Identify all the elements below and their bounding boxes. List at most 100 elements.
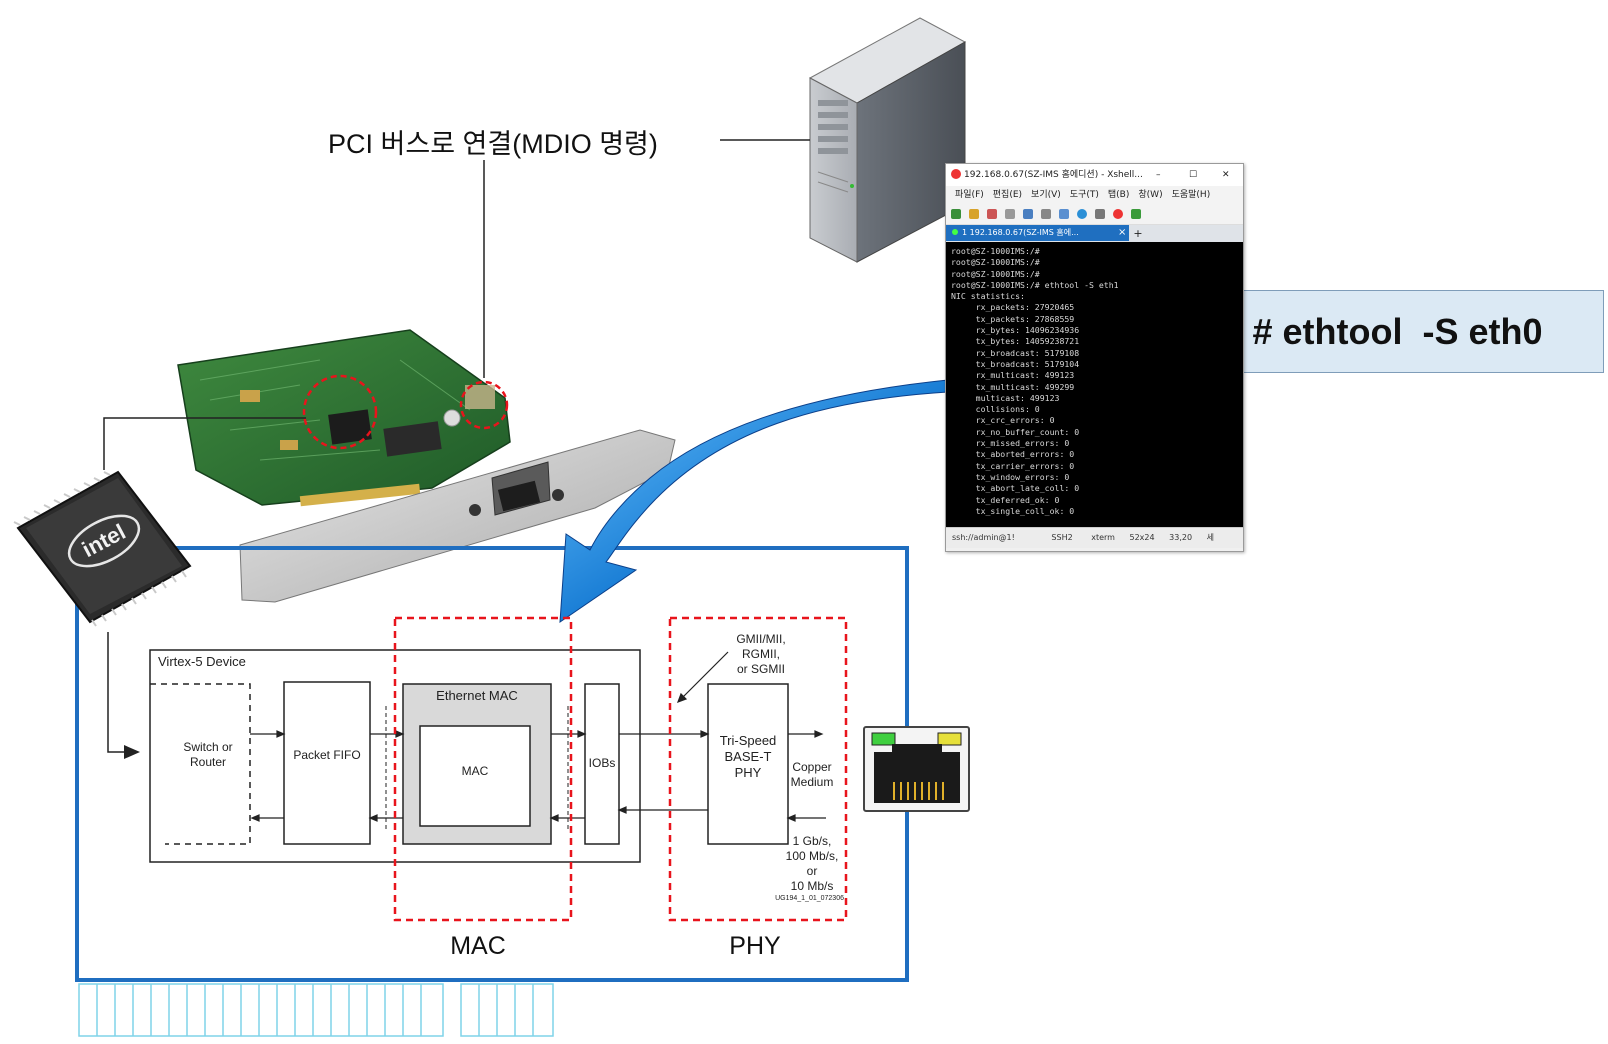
terminal-line: tx_abort_late_coll: 0 <box>951 483 1080 494</box>
terminal-line: collisions: 0 <box>951 404 1040 415</box>
phy-block-line-3: PHY <box>734 765 762 780</box>
phy-highlight-box <box>668 616 848 922</box>
mac-inner-box <box>419 725 531 827</box>
status-extra: 세 <box>1206 533 1214 542</box>
speeds-line-1: 1 Gb/s, <box>792 834 832 848</box>
menu-edit[interactable]: 편집(E) <box>992 190 1023 200</box>
mac-inner-label: MAC <box>461 764 489 778</box>
close-button[interactable]: ✕ <box>1222 170 1230 180</box>
copper-line-1: Copper <box>792 760 832 774</box>
xshell-titlebar: 192.168.0.67(SZ-IMS 홈에디션) - Xshell... – … <box>946 164 1243 186</box>
interface-note: GMII/MII, RGMII, or SGMII <box>716 632 806 677</box>
mac-highlight-box <box>393 616 573 922</box>
block-diagram <box>149 649 789 863</box>
network-card-image <box>177 329 676 603</box>
chip-to-switch-arrowhead <box>124 745 140 759</box>
pci-connector-highlight-circle <box>459 380 509 430</box>
terminal-line: root@SZ-1000IMS:/# ethtool -S eth1 <box>951 279 1119 290</box>
mac-label: MAC <box>450 932 506 960</box>
terminal-line: tx_carrier_errors: 0 <box>951 460 1075 471</box>
pci-bus-label: PCI 버스로 연결(MDIO 명령) <box>328 129 658 159</box>
connect-icon[interactable] <box>987 209 997 219</box>
font-icon[interactable] <box>1095 209 1105 219</box>
chip-to-switch-line <box>107 632 135 753</box>
xshell-statusbar: ssh://admin@1! SSH2 xterm 52x24 33,20 세 <box>946 527 1243 548</box>
status-size: 52x24 <box>1129 533 1155 542</box>
menu-tab[interactable]: 탭(B) <box>1107 190 1130 200</box>
maximize-button[interactable]: ☐ <box>1189 170 1198 180</box>
server-icon <box>808 17 967 263</box>
switch-router-line-2: Router <box>189 755 227 769</box>
copper-medium-label: Copper Medium <box>786 760 838 790</box>
xshell-toolbar <box>946 204 1243 225</box>
tab-add-icon[interactable]: + <box>1133 226 1143 240</box>
xftp-icon[interactable] <box>1131 209 1141 219</box>
menu-file[interactable]: 파일(F) <box>955 190 984 200</box>
switch-router-line-1: Switch or <box>183 740 233 754</box>
switch-router-box <box>150 683 251 845</box>
terminal-line: rx_no_buffer_count: 0 <box>951 426 1080 437</box>
terminal-line: tx_bytes: 14059238721 <box>951 336 1080 347</box>
copper-line-2: Medium <box>790 775 834 789</box>
chip-highlight-circle <box>302 374 378 450</box>
terminal-line: rx_bytes: 14096234936 <box>951 325 1080 336</box>
session-tab[interactable]: 1 192.168.0.67(SZ-IMS 홈에... <box>946 225 1115 241</box>
xshell-logo-icon[interactable] <box>1113 209 1123 219</box>
find-icon[interactable] <box>1041 209 1051 219</box>
packet-fifo-label: Packet FIFO <box>293 748 361 762</box>
session-status-icon <box>952 229 958 235</box>
terminal-line: tx_window_errors: 0 <box>951 471 1070 482</box>
menu-view[interactable]: 보기(V) <box>1031 190 1061 200</box>
open-folder-icon[interactable] <box>969 209 979 219</box>
menu-tools[interactable]: 도구(T) <box>1069 190 1099 200</box>
globe-icon[interactable] <box>1077 209 1087 219</box>
terminal-line: tx_packets: 27868559 <box>951 313 1075 324</box>
chip-link-line <box>103 417 306 470</box>
terminal-line: tx_deferred_ok: 0 <box>951 494 1060 505</box>
terminal-line: tx_multicast: 499299 <box>951 381 1075 392</box>
virtex-device-label: Virtex-5 Device <box>158 654 246 669</box>
layout-icon[interactable] <box>1059 209 1069 219</box>
speeds-line-3: or <box>806 864 818 878</box>
xshell-menubar: 파일(F) 편집(E) 보기(V) 도구(T) 탭(B) 창(W) 도움말(H) <box>946 186 1243 204</box>
command-callout-text: # ethtool -S eth0 <box>1252 310 1543 352</box>
disconnect-icon[interactable] <box>1005 209 1015 219</box>
phy-block-label: Tri-Speed BASE-T PHY <box>708 733 788 781</box>
curved-arrow <box>559 379 949 623</box>
command-callout: # ethtool -S eth0 <box>1191 290 1604 373</box>
speeds-line-4: 10 Mb/s <box>790 879 834 893</box>
status-protocol: SSH2 <box>1051 533 1073 542</box>
interface-note-line-1: GMII/MII, <box>736 632 786 646</box>
terminal-line: tx_aborted_errors: 0 <box>951 449 1075 460</box>
menu-window[interactable]: 창(W) <box>1138 190 1163 200</box>
terminal-line: rx_packets: 27920465 <box>951 302 1075 313</box>
ethernet-mac-label: Ethernet MAC <box>436 688 518 703</box>
new-session-icon[interactable] <box>951 209 961 219</box>
tab-close-icon[interactable]: × <box>1115 225 1130 241</box>
status-cursor: 33,20 <box>1169 533 1193 542</box>
terminal-line: multicast: 499123 <box>951 392 1060 403</box>
session-tab-label: 1 192.168.0.67(SZ-IMS 홈에... <box>962 228 1079 237</box>
terminal-output[interactable]: root@SZ-1000IMS:/#root@SZ-1000IMS:/#root… <box>946 242 1243 527</box>
terminal-line: root@SZ-1000IMS:/# <box>951 246 1040 256</box>
minimize-button[interactable]: – <box>1156 170 1161 180</box>
intel-chip-icon <box>13 470 192 627</box>
status-connection: ssh://admin@1! <box>952 533 1015 542</box>
terminal-line: rx_multicast: 499123 <box>951 370 1075 381</box>
phy-block-line-1: Tri-Speed <box>719 733 777 748</box>
interface-note-line-2: RGMII, <box>742 647 780 661</box>
interface-note-line-3: or SGMII <box>736 662 785 676</box>
terminal-line: NIC statistics: <box>951 291 1025 302</box>
iobs-box <box>584 683 620 845</box>
rj45-port-icon <box>863 726 970 812</box>
menu-help[interactable]: 도움말(H) <box>1171 190 1211 200</box>
xshell-app-icon <box>951 169 961 179</box>
terminal-line: rx_missed_errors: 0 <box>951 438 1070 449</box>
edge-connector-fingers <box>78 983 554 1037</box>
terminal-line: tx_single_coll_ok: 0 <box>951 505 1075 516</box>
iobs-label: IOBs <box>588 756 616 770</box>
copy-icon[interactable] <box>1023 209 1033 219</box>
switch-router-label: Switch or Router <box>168 740 248 770</box>
status-terminal: xterm <box>1091 533 1115 542</box>
